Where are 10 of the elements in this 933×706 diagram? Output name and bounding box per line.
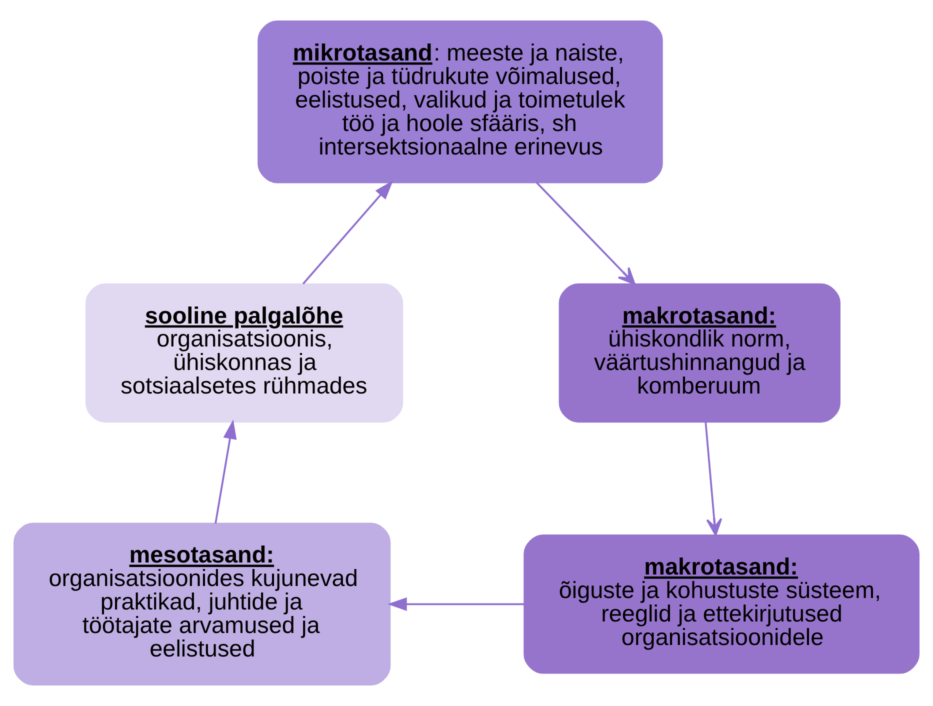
arrow (387, 597, 524, 611)
node-box: mikrotasand: meeste ja naiste, poiste ja tüdrukute võimalused, eelistused, valikud ja toimetulek töö ja hoole sfääris, sh intersektsionaalne erinevus (258, 20, 663, 184)
arrow (214, 420, 237, 524)
arrow (536, 182, 636, 285)
node-box: sooline palgalõhe organisatsioonis, ühiskonnas ja sotsiaalsetes rühmades (85, 283, 404, 423)
node-box: makrotasand: ühiskondlik norm, väärtushinnangud ja komberuum (558, 283, 840, 423)
node-box: mesotasand: organisatsioonides kujunevad praktikad, juhtide ja töötajate arvamused ja eelistused (13, 522, 391, 686)
arrow (704, 422, 722, 536)
arrow (302, 180, 394, 284)
node-box: makrotasand: õiguste ja kohustuste süsteem, reeglid ja ettekirjutused organisatsioonidele (524, 534, 920, 674)
